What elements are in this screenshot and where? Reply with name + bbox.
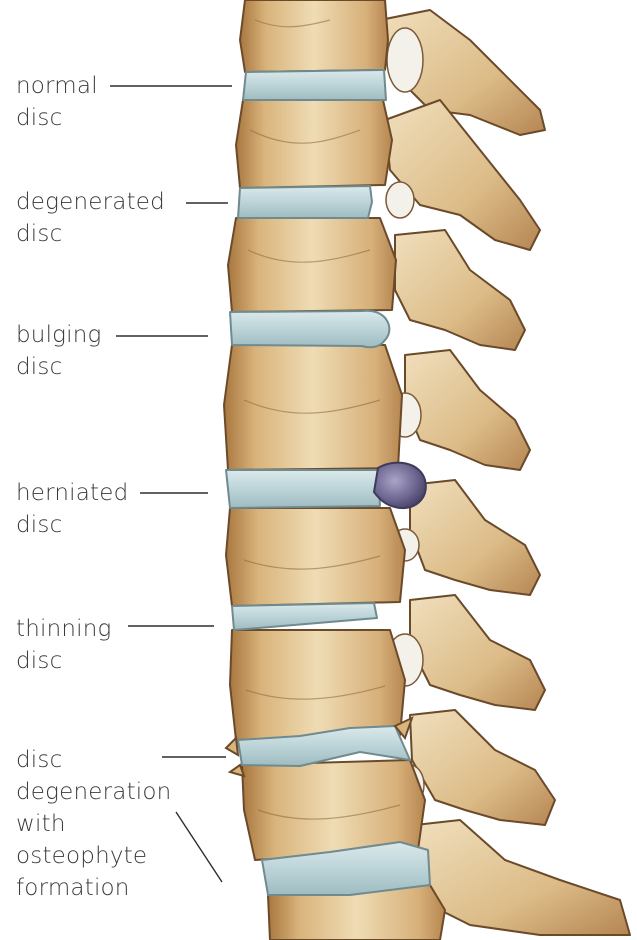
process-4	[405, 350, 530, 470]
disc-normal	[243, 70, 386, 100]
process-6	[410, 595, 545, 710]
vertebra-2	[236, 100, 392, 188]
leader-osteophyte-diag	[176, 812, 222, 882]
vertebra-3	[228, 218, 396, 312]
label-normal-disc: normal disc	[16, 70, 98, 134]
label-bulging-disc: bulging disc	[16, 319, 102, 383]
process-5	[410, 480, 540, 595]
disc-thinning	[232, 603, 377, 630]
disc-degenerated	[238, 186, 372, 218]
label-herniated-disc: herniated disc	[16, 477, 128, 541]
disc-herniated	[226, 470, 380, 508]
process-3	[395, 230, 525, 350]
herniation-blob	[374, 463, 426, 508]
disc-bulging	[230, 311, 389, 347]
vertebra-4	[224, 345, 402, 470]
label-disc-degeneration-osteophyte: disc degeneration with osteophyte format…	[16, 744, 171, 904]
process-8	[415, 820, 630, 935]
vertebra-6	[230, 630, 405, 740]
vertebra-1	[240, 0, 388, 72]
label-thinning-disc: thinning disc	[16, 613, 112, 677]
process-7	[410, 710, 555, 825]
label-degenerated-disc: degenerated disc	[16, 186, 165, 250]
